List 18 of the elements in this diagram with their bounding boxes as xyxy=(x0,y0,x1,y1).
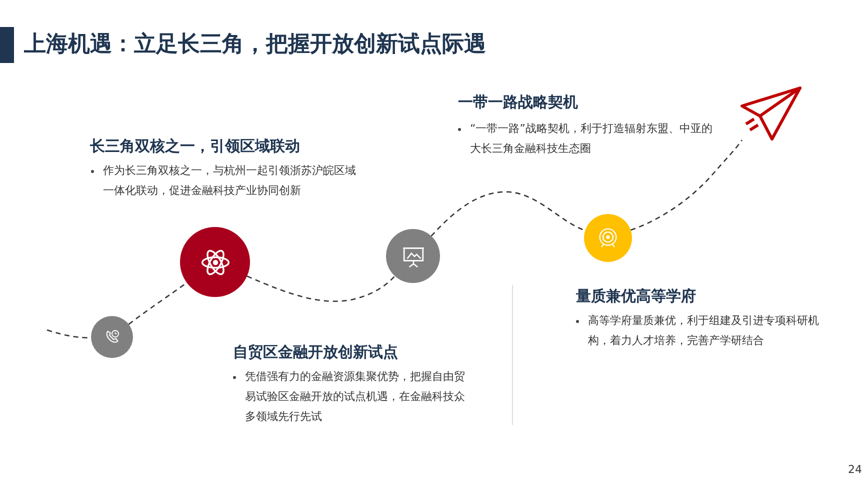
icon-circle xyxy=(386,229,440,283)
dashed-connector xyxy=(128,282,188,325)
section-heading: 量质兼优高等学府 xyxy=(576,287,696,306)
section-heading: 长三角双核之一，引领区域联动 xyxy=(90,137,300,156)
icon-circle xyxy=(584,214,632,262)
bullet-text: 高等学府量质兼优，利于组建及引进专项科研机构，着力人才培养，完善产学研结合 xyxy=(588,313,820,349)
dashed-connector xyxy=(430,191,586,237)
bullet-text: 凭借强有力的金融资源集聚优势，把握自由贸易试验区金融开放的试点机遇，在金融科技众多领域先行先试 xyxy=(245,369,466,425)
section-heading: 自贸区金融开放创新试点 xyxy=(233,343,398,362)
page-number: 24 xyxy=(848,463,862,476)
section-heading: 一带一路战略契机 xyxy=(458,93,578,112)
bullet-text: “一带一路”战略契机，利于打造辐射东盟、中亚的大长三角金融科技生态圈 xyxy=(470,121,714,157)
slide-title: 上海机遇：立足长三角，把握开放创新试点际遇 xyxy=(24,30,486,59)
icon-circle xyxy=(91,316,133,358)
dashed-connector xyxy=(246,276,396,302)
paper-plane-icon xyxy=(740,86,802,142)
bullet-text: 作为长三角双核之一，与杭州一起引领浙苏沪皖区域一体化联动，促进金融科技产业协同创新 xyxy=(103,163,357,199)
dashed-connector xyxy=(630,140,743,231)
